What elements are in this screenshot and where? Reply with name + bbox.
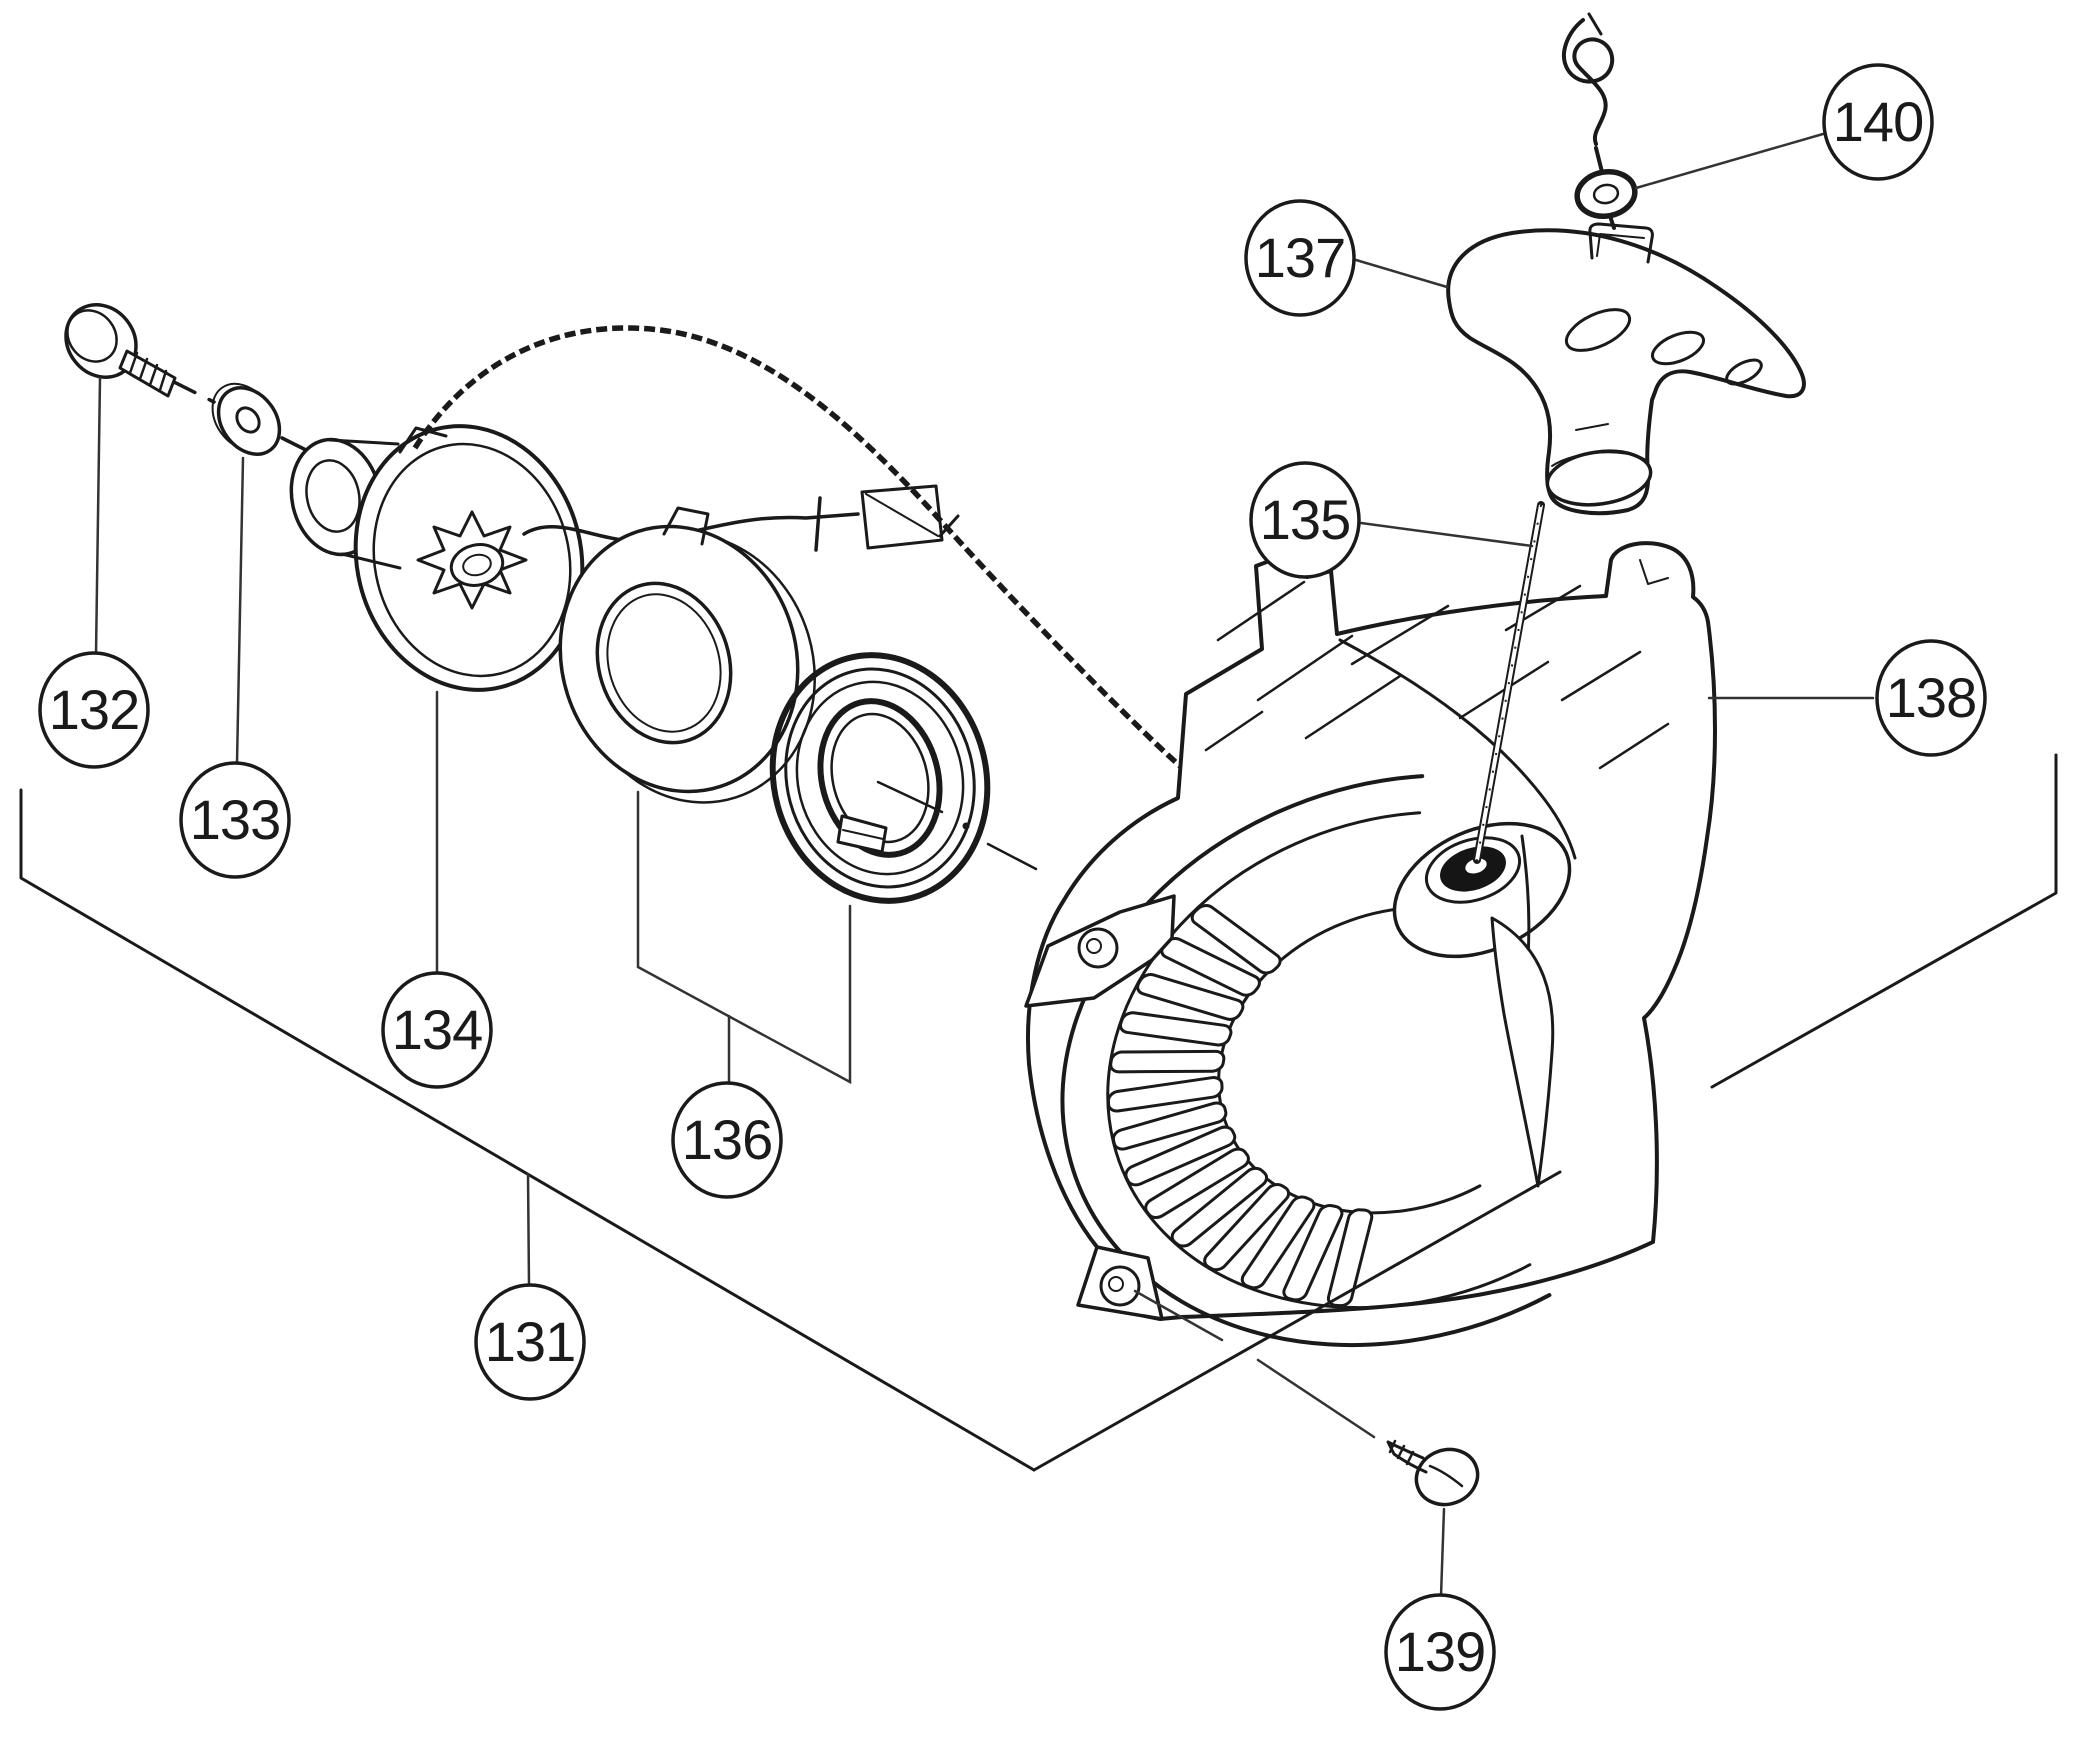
svg-text:139: 139 (1395, 1620, 1485, 1683)
svg-text:132: 132 (49, 678, 139, 741)
leader-139 (1133, 1289, 1446, 1598)
housing-part-138 (982, 541, 1717, 1437)
starter-rope-handle-group (1446, 12, 1806, 864)
callout-139: 139 (1384, 1593, 1496, 1711)
side-mount-lug (1024, 894, 1176, 1008)
callout-136: 136 (671, 1081, 783, 1199)
callout-132: 132 (38, 651, 150, 769)
callouts: 131 132 133 134 135 136 137 138 (38, 63, 1987, 1711)
bottom-mount-lug (1076, 1245, 1164, 1321)
svg-text:131: 131 (485, 1310, 575, 1373)
svg-text:136: 136 (682, 1108, 772, 1171)
screw-part-132 (64, 303, 177, 398)
callout-135: 135 (1249, 461, 1361, 579)
housing-fan-opening (982, 760, 1606, 1437)
rope-guide-part-140 (1574, 169, 1638, 219)
callout-131: 131 (474, 1283, 586, 1401)
leader-136-bracket (636, 790, 852, 1085)
spring-case-part-136 (558, 506, 816, 804)
leader-131 (526, 1172, 531, 1287)
leader-132 (94, 376, 102, 656)
svg-text:140: 140 (1833, 90, 1923, 153)
rewind-spring-part-136 (769, 652, 991, 904)
svg-text:137: 137 (1255, 226, 1345, 289)
leader-135 (1359, 521, 1534, 548)
starter-handle-part-137 (1446, 228, 1806, 516)
leader-140 (1634, 132, 1825, 190)
svg-text:134: 134 (392, 998, 482, 1061)
washer-part-133 (211, 382, 282, 456)
leader-137 (1354, 258, 1449, 289)
rope-pulley-part-134 (289, 424, 960, 692)
svg-text:138: 138 (1886, 666, 1976, 729)
svg-text:133: 133 (190, 788, 280, 851)
leader-133 (235, 456, 245, 765)
callout-140: 140 (1822, 63, 1934, 181)
mount-screw-part-139 (1386, 1439, 1480, 1507)
callout-137: 137 (1244, 199, 1356, 317)
cooling-fins (1046, 884, 1402, 1364)
baseline-bracket-131 (19, 753, 2058, 1472)
callout-133: 133 (179, 761, 291, 879)
svg-text:135: 135 (1260, 488, 1350, 551)
rope-knot (1562, 18, 1615, 146)
starter-rope-135 (1473, 501, 1545, 864)
callout-138: 138 (1875, 639, 1987, 757)
leader-lines (94, 132, 1875, 1598)
callout-134: 134 (381, 971, 493, 1089)
